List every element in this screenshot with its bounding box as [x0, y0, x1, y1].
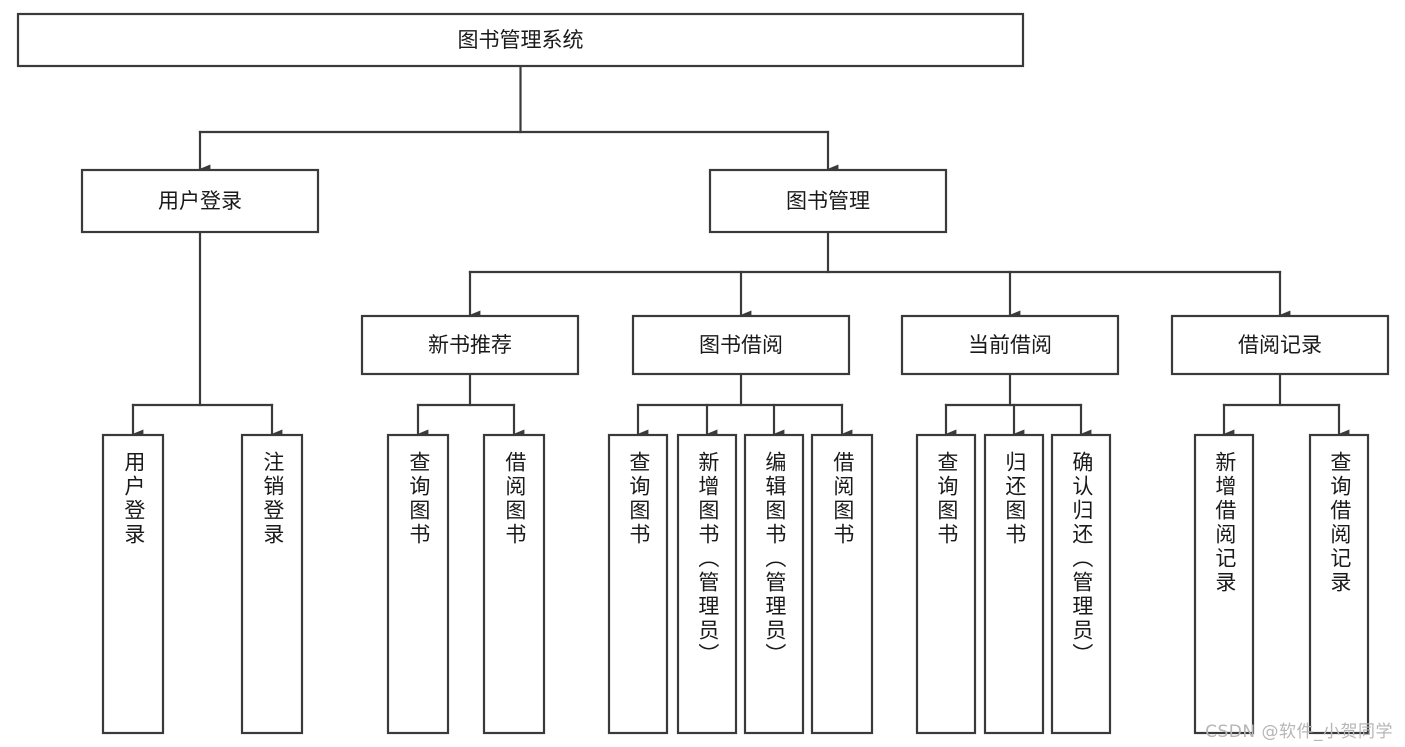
node-rect — [101, 433, 165, 735]
node-label: 图书管理系统 — [458, 28, 584, 52]
node-rect — [631, 314, 851, 376]
node-leaf-1[interactable] — [240, 433, 304, 735]
node-rect — [676, 433, 738, 735]
node-rect — [80, 168, 320, 234]
node-leaf-2[interactable] — [386, 433, 450, 735]
node-rect — [810, 433, 874, 735]
node-rect — [240, 433, 304, 735]
node-rect — [900, 314, 1120, 376]
node-leaf-0[interactable] — [101, 433, 165, 735]
node-leaf-10[interactable] — [1050, 433, 1112, 735]
node-level3-3[interactable]: 借阅记录 — [1170, 314, 1390, 376]
node-rect — [1050, 433, 1112, 735]
node-level3-1[interactable]: 图书借阅 — [631, 314, 851, 376]
node-leaf-7[interactable] — [810, 433, 874, 735]
node-level3-0[interactable]: 新书推荐 — [360, 314, 580, 376]
node-label: 图书管理 — [786, 189, 870, 213]
node-label: 借阅记录 — [1238, 333, 1322, 357]
node-leaf-3[interactable] — [482, 433, 546, 735]
node-leaf-11[interactable] — [1193, 433, 1255, 735]
node-rect — [743, 433, 805, 735]
node-rect — [482, 433, 546, 735]
node-rect — [1193, 433, 1255, 735]
node-rect — [1308, 433, 1370, 735]
node-rect — [915, 433, 977, 735]
node-label: 用户登录 — [158, 189, 242, 213]
node-rect — [607, 433, 669, 735]
node-rect — [360, 314, 580, 376]
node-rect — [386, 433, 450, 735]
node-rect — [1170, 314, 1390, 376]
node-rect — [983, 433, 1045, 735]
node-level2-0[interactable]: 用户登录 — [80, 168, 320, 234]
connector-lines — [131, 64, 1350, 439]
node-rect — [16, 12, 1025, 68]
node-leaf-6[interactable] — [743, 433, 805, 735]
node-leaf-12[interactable] — [1308, 433, 1370, 735]
watermark-text: CSDN @软件_小贺同学 — [1205, 722, 1393, 742]
node-leaf-5[interactable] — [676, 433, 738, 735]
node-leaf-8[interactable] — [915, 433, 977, 735]
node-label: 当前借阅 — [968, 333, 1052, 357]
node-label: 图书借阅 — [699, 333, 783, 357]
node-root[interactable]: 图书管理系统 — [16, 12, 1025, 68]
node-level3-2[interactable]: 当前借阅 — [900, 314, 1120, 376]
node-leaf-9[interactable] — [983, 433, 1045, 735]
node-label: 新书推荐 — [428, 333, 512, 357]
node-level2-1[interactable]: 图书管理 — [708, 168, 948, 234]
node-leaf-4[interactable] — [607, 433, 669, 735]
node-rect — [708, 168, 948, 234]
